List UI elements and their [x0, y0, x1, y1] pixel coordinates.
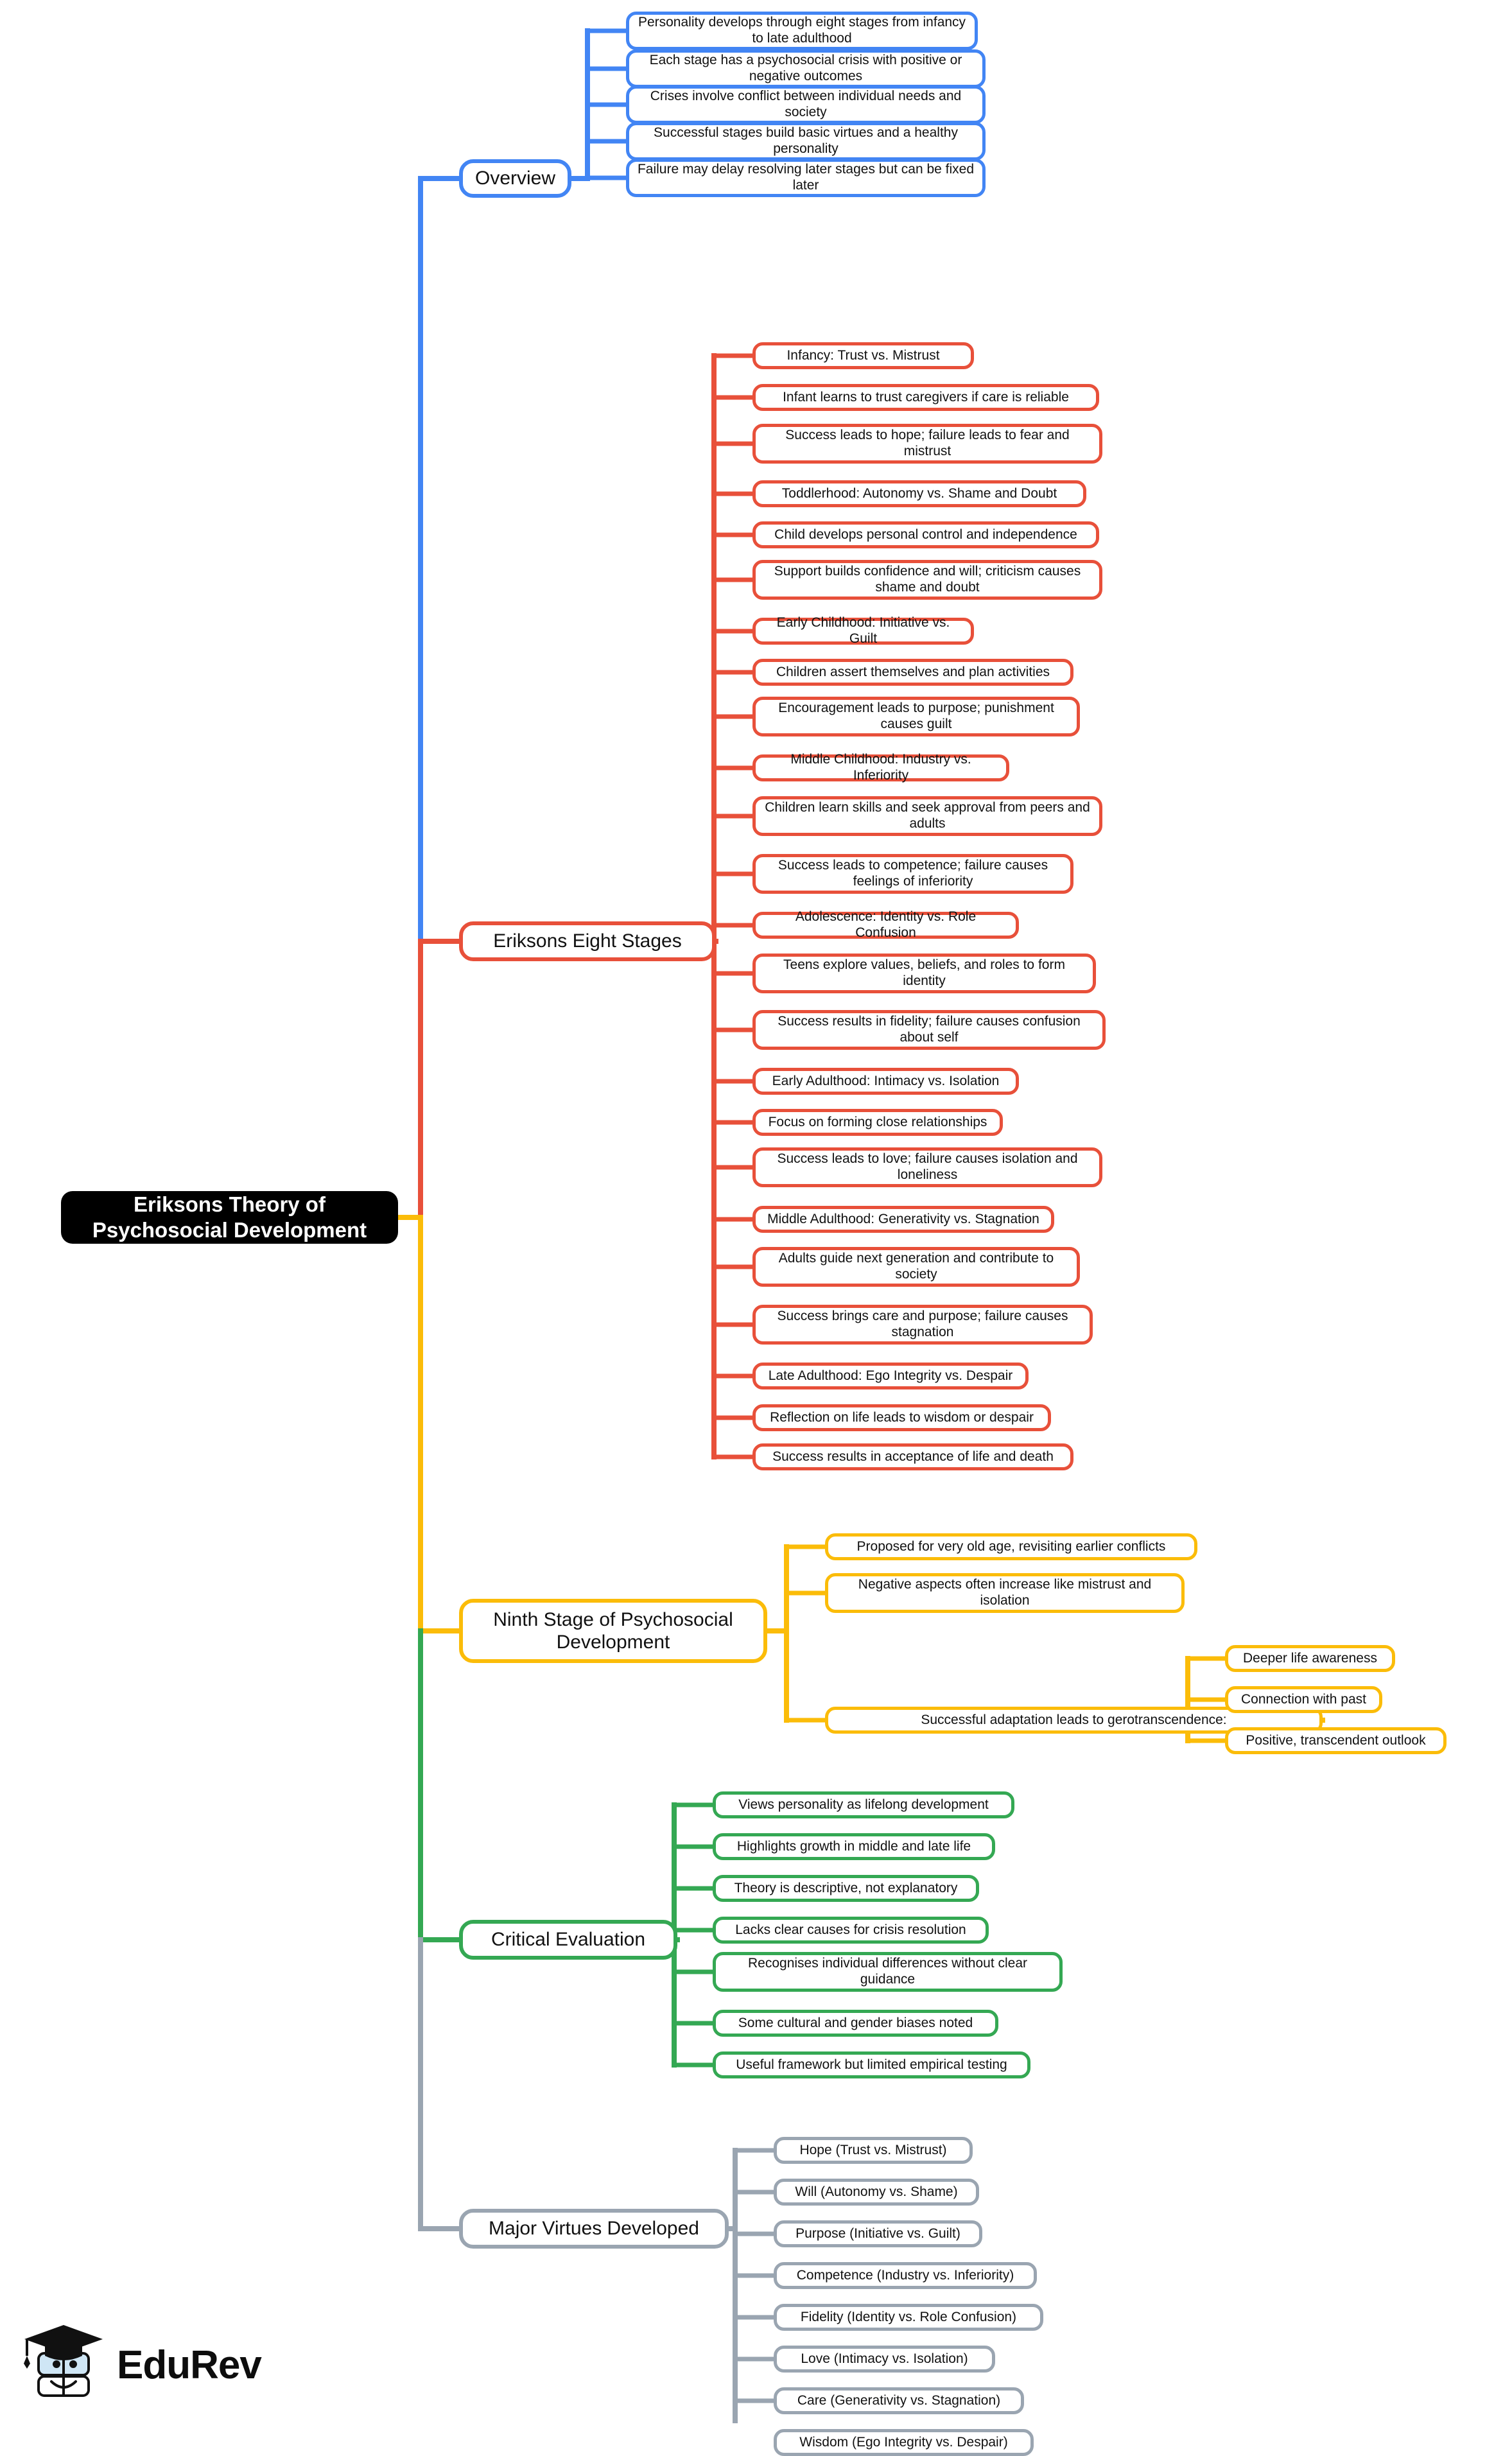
leaf-node-eight-stages-12[interactable]: Adolescence: Identity vs. Role Confusion	[752, 909, 1019, 940]
leaf-node-critical-evaluation-2[interactable]: Theory is descriptive, not explanatory	[713, 1875, 979, 1902]
leaf-node-critical-evaluation-4[interactable]: Recognises individual differences withou…	[713, 1952, 1063, 1992]
leaf-node-gerotranscendence-1[interactable]: Connection with past	[1225, 1686, 1382, 1713]
leaf-node-eight-stages-11[interactable]: Success leads to competence; failure cau…	[752, 854, 1073, 894]
branch-node-eight-stages[interactable]: Eriksons Eight Stages	[459, 921, 716, 961]
leaf-node-major-virtues-3[interactable]: Competence (Industry vs. Inferiority)	[774, 2262, 1037, 2289]
leaf-node-gerotranscendence-2[interactable]: Positive, transcendent outlook	[1225, 1727, 1447, 1754]
leaf-node-overview-1[interactable]: Each stage has a psychosocial crisis wit…	[626, 49, 986, 88]
leaf-node-eight-stages-17[interactable]: Success leads to love; failure causes is…	[752, 1147, 1102, 1187]
leaf-node-eight-stages-14[interactable]: Success results in fidelity; failure cau…	[752, 1010, 1106, 1050]
edurev-logo: EduRev	[19, 2317, 295, 2413]
leaf-node-ninth-stage-2[interactable]: Successful adaptation leads to gerotrans…	[825, 1707, 1323, 1734]
leaf-node-ninth-stage-1[interactable]: Negative aspects often increase like mis…	[825, 1573, 1185, 1613]
leaf-node-eight-stages-8[interactable]: Encouragement leads to purpose; punishme…	[752, 697, 1080, 736]
leaf-node-major-virtues-2[interactable]: Purpose (Initiative vs. Guilt)	[774, 2220, 982, 2247]
branch-node-ninth-stage[interactable]: Ninth Stage of Psychosocial Development	[459, 1599, 767, 1663]
leaf-node-overview-3[interactable]: Successful stages build basic virtues an…	[626, 122, 986, 161]
leaf-node-eight-stages-6[interactable]: Early Childhood: Initiative vs. Guilt	[752, 615, 974, 646]
leaf-node-eight-stages-9[interactable]: Middle Childhood: Industry vs. Inferiori…	[752, 752, 1009, 783]
leaf-node-critical-evaluation-3[interactable]: Lacks clear causes for crisis resolution	[713, 1917, 989, 1944]
leaf-node-overview-0[interactable]: Personality develops through eight stage…	[626, 12, 978, 50]
leaf-node-gerotranscendence-0[interactable]: Deeper life awareness	[1225, 1645, 1395, 1672]
leaf-node-eight-stages-20[interactable]: Success brings care and purpose; failure…	[752, 1305, 1093, 1345]
leaf-node-eight-stages-16[interactable]: Focus on forming close relationships	[752, 1109, 1003, 1136]
leaf-node-eight-stages-21[interactable]: Late Adulthood: Ego Integrity vs. Despai…	[752, 1363, 1029, 1389]
leaf-node-major-virtues-7[interactable]: Wisdom (Ego Integrity vs. Despair)	[774, 2429, 1034, 2456]
leaf-node-ninth-stage-0[interactable]: Proposed for very old age, revisiting ea…	[825, 1533, 1197, 1560]
leaf-node-major-virtues-6[interactable]: Care (Generativity vs. Stagnation)	[774, 2387, 1024, 2414]
branch-node-major-virtues[interactable]: Major Virtues Developed	[459, 2209, 729, 2249]
graduation-cap-mascot-icon	[19, 2320, 108, 2410]
leaf-node-eight-stages-22[interactable]: Reflection on life leads to wisdom or de…	[752, 1404, 1051, 1431]
leaf-node-eight-stages-13[interactable]: Teens explore values, beliefs, and roles…	[752, 954, 1096, 993]
leaf-node-critical-evaluation-0[interactable]: Views personality as lifelong developmen…	[713, 1791, 1014, 1818]
leaf-node-eight-stages-0[interactable]: Infancy: Trust vs. Mistrust	[752, 342, 974, 369]
leaf-node-eight-stages-23[interactable]: Success results in acceptance of life an…	[752, 1443, 1073, 1470]
leaf-node-overview-2[interactable]: Crises involve conflict between individu…	[626, 85, 986, 124]
branch-node-critical-evaluation[interactable]: Critical Evaluation	[459, 1920, 677, 1960]
leaf-node-critical-evaluation-6[interactable]: Useful framework but limited empirical t…	[713, 2051, 1030, 2078]
leaf-node-eight-stages-1[interactable]: Infant learns to trust caregivers if car…	[752, 384, 1099, 411]
leaf-node-critical-evaluation-1[interactable]: Highlights growth in middle and late lif…	[713, 1833, 995, 1860]
leaf-node-eight-stages-2[interactable]: Success leads to hope; failure leads to …	[752, 424, 1102, 464]
leaf-node-overview-4[interactable]: Failure may delay resolving later stages…	[626, 159, 986, 197]
leaf-node-eight-stages-3[interactable]: Toddlerhood: Autonomy vs. Shame and Doub…	[752, 480, 1086, 507]
leaf-node-major-virtues-1[interactable]: Will (Autonomy vs. Shame)	[774, 2179, 979, 2206]
leaf-node-eight-stages-4[interactable]: Child develops personal control and inde…	[752, 521, 1099, 548]
leaf-node-eight-stages-19[interactable]: Adults guide next generation and contrib…	[752, 1247, 1080, 1287]
leaf-node-critical-evaluation-5[interactable]: Some cultural and gender biases noted	[713, 2010, 998, 2037]
branch-node-overview[interactable]: Overview	[459, 159, 571, 198]
leaf-node-eight-stages-10[interactable]: Children learn skills and seek approval …	[752, 796, 1102, 836]
edurev-wordmark: EduRev	[117, 2342, 262, 2387]
leaf-node-major-virtues-5[interactable]: Love (Intimacy vs. Isolation)	[774, 2346, 995, 2373]
leaf-node-eight-stages-18[interactable]: Middle Adulthood: Generativity vs. Stagn…	[752, 1206, 1054, 1233]
leaf-node-major-virtues-0[interactable]: Hope (Trust vs. Mistrust)	[774, 2137, 973, 2164]
leaf-node-eight-stages-15[interactable]: Early Adulthood: Intimacy vs. Isolation	[752, 1068, 1019, 1095]
leaf-node-eight-stages-5[interactable]: Support builds confidence and will; crit…	[752, 560, 1102, 600]
leaf-node-eight-stages-7[interactable]: Children assert themselves and plan acti…	[752, 659, 1073, 686]
root-node[interactable]: Eriksons Theory of Psychosocial Developm…	[61, 1191, 398, 1244]
leaf-node-major-virtues-4[interactable]: Fidelity (Identity vs. Role Confusion)	[774, 2304, 1043, 2331]
